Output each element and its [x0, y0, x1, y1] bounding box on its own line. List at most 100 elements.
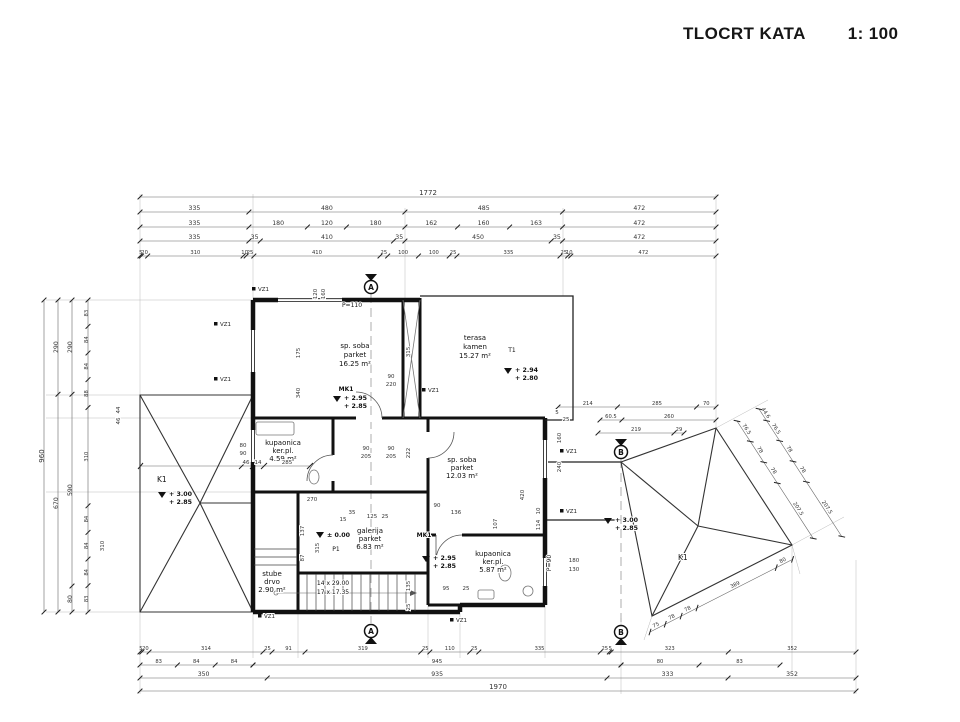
dim-tick [663, 620, 667, 628]
dim-value: 75 [652, 621, 661, 629]
roof-left-label: K1 [157, 475, 167, 484]
dim-tick [246, 238, 252, 244]
dim-value: 335 [189, 205, 201, 212]
window-gap [542, 558, 548, 586]
dim-tick [809, 537, 817, 540]
dim-tick [85, 376, 91, 383]
dim-tick [427, 649, 433, 655]
section-letter: A [368, 283, 374, 292]
section-circle-icon [613, 624, 629, 640]
dim-value: 84 [193, 659, 200, 665]
inner-dim: 25 [382, 514, 389, 520]
window-left-2 [251, 430, 255, 462]
mk1-label-2: MK1 [417, 532, 432, 539]
room-area: 16.25 m² [339, 360, 371, 368]
dim-tick [713, 404, 719, 410]
dim-value: 35 [553, 234, 561, 241]
room-name: kupaonica [265, 439, 301, 447]
inner-dim: 136 [451, 510, 462, 516]
dim-tick [713, 209, 719, 215]
toilet-icon [498, 564, 512, 582]
window-gap [542, 440, 548, 478]
dim-value: 335 [535, 646, 545, 652]
dim-value: 5 [609, 646, 612, 652]
dim-value: 485 [478, 205, 490, 212]
room-area: 5.87 m² [479, 566, 507, 574]
dim-value: 472 [633, 234, 645, 241]
dim-value: 83 [736, 659, 743, 665]
inner-dim: 130 [569, 567, 580, 573]
roof-right-label: K1 [678, 553, 688, 562]
dim-value: 60.5 [605, 414, 617, 420]
dim-value: 180 [370, 220, 382, 227]
dim-tick [446, 253, 452, 259]
drawing-title-text: TLOCRT KATA [683, 24, 806, 43]
inner-dim: 25 [406, 603, 412, 610]
vz1-labels: VZ1 VZ1 VZ1 VZ1 VZ1 VZ1 VZ1 VZ1 [214, 286, 578, 625]
dim-tick [476, 649, 482, 655]
door-arc-bedroom2 [427, 431, 455, 459]
dim-value: 29 [676, 427, 683, 433]
inner-dim: 240 [557, 461, 563, 472]
dim-value: 352 [786, 671, 798, 678]
section-circle-icon [363, 279, 379, 295]
dim-value: 590 [67, 484, 74, 496]
dim-tick [55, 297, 61, 303]
room-area: 6.83 m² [356, 543, 384, 551]
dim-value: 110 [445, 646, 455, 652]
dim-tick [402, 224, 408, 230]
room-name: sp. soba [340, 342, 369, 350]
roof-right [545, 427, 793, 617]
dim-tick [853, 688, 859, 694]
section-marker-a-bottom: A [363, 623, 379, 644]
dim-tick [146, 649, 152, 655]
vz1-square [214, 377, 218, 381]
dim-value: 25 [602, 646, 609, 652]
inner-dim: 14 [255, 460, 262, 466]
dim-value: 1772 [419, 189, 437, 197]
level-triangle-icon [422, 556, 430, 562]
dim-tick [696, 662, 702, 668]
dim-value: 333 [662, 671, 674, 678]
dim-tick [243, 253, 249, 259]
dim-value: 25 [450, 250, 457, 256]
dim-tick [246, 209, 252, 215]
stair-treads-bottom [306, 574, 416, 611]
dim-value: 76.5 [740, 423, 751, 436]
level-value: + 2.94 [515, 367, 539, 374]
dim-tick [85, 404, 91, 411]
inner-dim: 137 [300, 525, 306, 536]
dim-tick [137, 649, 143, 655]
dim-tick [137, 662, 143, 668]
dim-tick [137, 194, 143, 200]
dim-value: 25 [422, 646, 429, 652]
section-letter: B [618, 448, 624, 457]
dim-value: 35 [395, 234, 403, 241]
shaft-cross [402, 299, 421, 419]
dim-tick [257, 238, 264, 244]
dim-tick [604, 675, 610, 681]
dim-tick [377, 253, 383, 259]
dim-value: 25 [264, 646, 271, 652]
level-triangle-icon [604, 518, 612, 524]
vz1-square [252, 287, 256, 291]
dim-tick [69, 391, 75, 398]
vz1-square [560, 449, 564, 453]
level-value: + 2.80 [515, 375, 539, 382]
room-material: ker.pl. [482, 558, 503, 566]
dim-tick [597, 649, 604, 655]
dim-chain-bottom-2b: 945 [250, 659, 624, 668]
dim-value: 84 [84, 515, 90, 522]
inner-dim: 90 [388, 446, 395, 452]
roof-left-hips [139, 394, 254, 613]
dim-tick [648, 628, 652, 636]
dim-tick [746, 440, 754, 443]
dim-value: 290 [67, 341, 74, 353]
room-material: parket [344, 351, 367, 359]
dim-tick [390, 238, 397, 244]
dim-tick [777, 662, 783, 668]
inner-dim: 175 [296, 347, 302, 358]
